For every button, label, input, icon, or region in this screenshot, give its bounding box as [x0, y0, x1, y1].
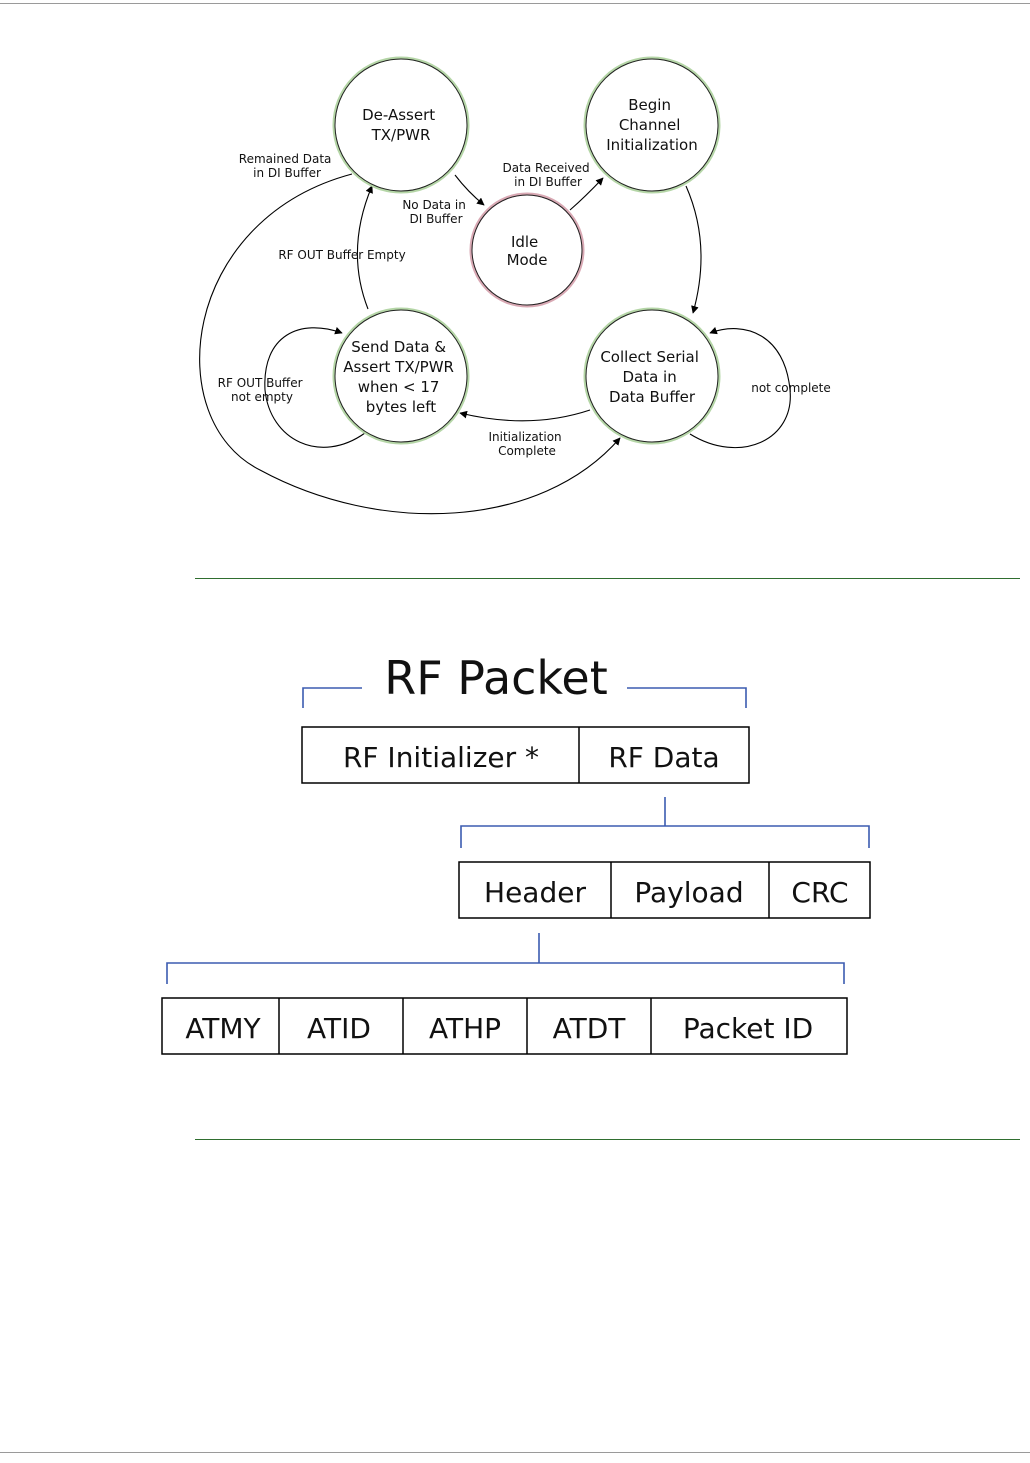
packet-title-bracket — [302, 687, 747, 708]
state-send-data: Send Data & Assert TX/PWR when < 17 byte… — [332, 307, 470, 445]
edge-deassert-to-idle — [454, 174, 485, 206]
state-label-line: Begin — [628, 96, 671, 114]
packet-title: RF Packet — [384, 651, 608, 705]
label-init-complete: Initialization Complete — [488, 430, 565, 458]
field-payload: Payload — [634, 876, 743, 909]
label-remained-data: Remained Data in DI Buffer — [239, 152, 335, 180]
section-separator — [195, 578, 1020, 579]
edges — [199, 173, 791, 515]
svg-text:Collect Serial Data in: Collect Serial Data in Data Buffer — [600, 348, 703, 406]
edge-collect-self-loop — [689, 326, 791, 449]
state-label-line: Idle — [511, 233, 538, 251]
state-begin-channel-init: Begin Channel Initialization — [583, 56, 721, 194]
label-not-complete: not complete — [751, 381, 831, 395]
field-atmy: ATMY — [185, 1012, 261, 1045]
edge-send-self-loop — [264, 327, 366, 448]
state-label-line: Assert TX/PWR — [343, 358, 454, 376]
state-collect-serial-data: Collect Serial Data in Data Buffer — [583, 307, 721, 445]
svg-text:Send Data & Assert TX/PW: Send Data & Assert TX/PWR when < 17 byte… — [343, 338, 459, 416]
field-rf-initializer: RF Initializer * — [343, 741, 539, 774]
state-label-line: TX/PWR — [371, 126, 431, 144]
page-top-rule — [0, 3, 1030, 4]
rf-data-bracket — [460, 797, 870, 848]
field-atid: ATID — [307, 1012, 371, 1045]
state-deassert: De-Assert TX/PWR — [332, 56, 470, 194]
label-no-data: No Data in DI Buffer — [402, 198, 469, 226]
edge-deassert-to-collect — [199, 173, 621, 515]
state-label-line: Send Data & — [351, 338, 446, 356]
edge-begin-to-collect — [685, 185, 702, 314]
state-label-line: Collect Serial — [600, 348, 699, 366]
field-packet-id: Packet ID — [683, 1012, 813, 1045]
field-atdt: ATDT — [553, 1012, 627, 1045]
state-label-line: Data Buffer — [609, 388, 696, 406]
state-label-line: De-Assert — [362, 106, 435, 124]
field-rf-data: RF Data — [608, 741, 719, 774]
edge-idle-to-begin — [569, 177, 604, 211]
svg-text:De-Assert TX/PWR: De-Assert TX/PWR — [362, 106, 440, 144]
state-label-line: Initialization — [606, 136, 697, 154]
label-rf-out-not-empty: RF OUT Buffer not empty — [218, 376, 307, 404]
svg-text:Begin Channel Init: Begin Channel Initialization — [606, 96, 697, 154]
header-bracket — [166, 933, 845, 984]
edge-collect-to-send — [459, 409, 591, 422]
field-header: Header — [484, 876, 586, 909]
label-rf-out-empty: RF OUT Buffer Empty — [278, 248, 405, 262]
section-separator — [195, 1139, 1020, 1140]
state-label-line: Data in — [622, 368, 676, 386]
state-label-line: bytes left — [366, 398, 437, 416]
state-label-line: Mode — [507, 251, 548, 269]
page-bottom-rule — [0, 1452, 1030, 1453]
field-crc: CRC — [791, 876, 848, 909]
state-label-line: Channel — [619, 116, 681, 134]
label-data-received: Data Received in DI Buffer — [503, 161, 594, 189]
edge-send-to-deassert — [356, 185, 373, 310]
state-idle-mode: Idle Mode — [469, 192, 585, 308]
state-diagram: De-Assert TX/PWR Begin Channel Initializ… — [199, 56, 831, 515]
state-label-line: when < 17 — [358, 378, 440, 396]
field-athp: ATHP — [429, 1012, 501, 1045]
svg-text:Idle Mode: Idle Mode — [507, 233, 548, 269]
